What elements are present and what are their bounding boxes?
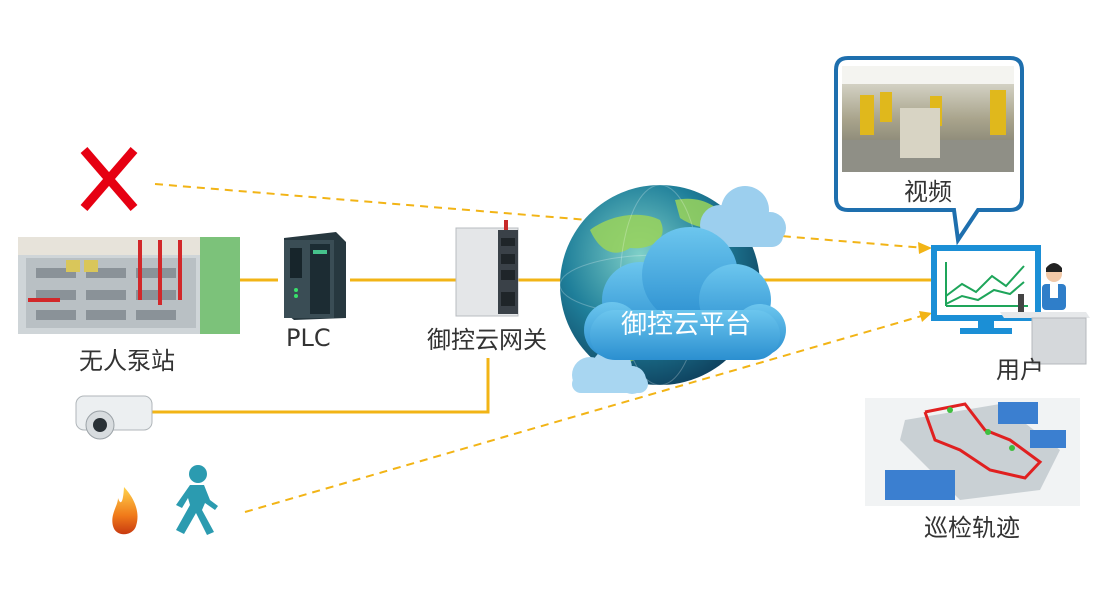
label-user: 用户 — [996, 358, 1044, 382]
walking-person-icon — [176, 465, 218, 535]
patrol-map-image — [865, 398, 1080, 506]
label-patrol-track: 巡检轨迹 — [924, 516, 1020, 540]
pump-station-image — [18, 237, 240, 334]
label-plc: PLC — [286, 326, 331, 350]
fire-icon — [112, 487, 137, 534]
dashed-line-top — [155, 184, 925, 248]
monitor-chart-icon — [934, 248, 1038, 334]
line-camera-gateway — [150, 358, 488, 412]
arrowhead-top — [918, 242, 932, 254]
plc-icon — [284, 232, 346, 320]
gateway-icon — [456, 220, 518, 316]
camera-icon — [76, 396, 152, 439]
video-thumbnail — [842, 66, 1014, 172]
label-video: 视频 — [904, 180, 952, 204]
label-pump-station: 无人泵站 — [79, 349, 175, 373]
label-gateway: 御控云网关 — [427, 328, 547, 352]
x-mark-icon — [84, 150, 134, 208]
arrowhead-bottom — [919, 311, 932, 322]
label-cloud-platform: 御控云平台 — [621, 312, 751, 338]
